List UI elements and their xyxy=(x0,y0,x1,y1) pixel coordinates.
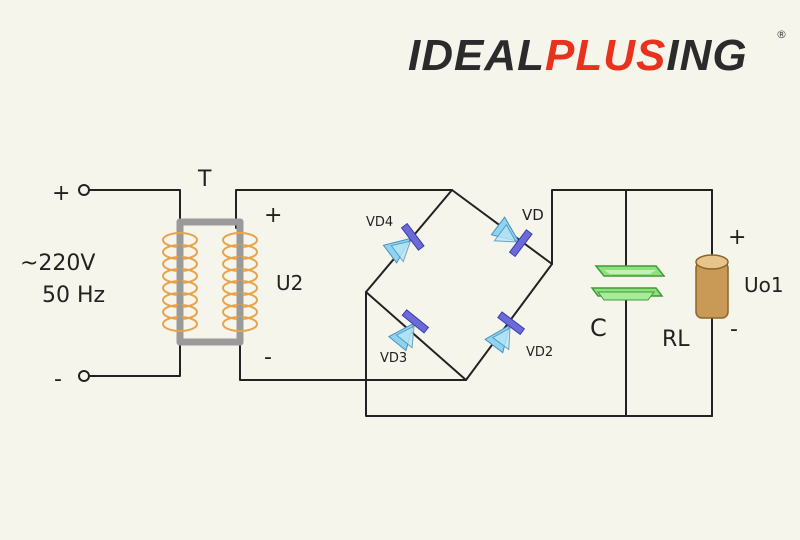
output-voltage-label: Uo1 xyxy=(744,273,784,297)
diode-vd-label: VD xyxy=(522,206,544,224)
svg-text:IDEALPLUSING: IDEALPLUSING xyxy=(408,31,748,80)
trademark-symbol: ® xyxy=(776,28,787,41)
diode-vd2 xyxy=(484,311,526,354)
transformer-label: T xyxy=(197,167,212,192)
input-frequency-label: 50 Hz xyxy=(42,283,105,308)
diode-vd xyxy=(490,216,533,258)
load-label: RL xyxy=(662,327,690,352)
wire-output-bottom xyxy=(365,291,713,417)
logo-text-ideal: IDEAL xyxy=(408,31,545,80)
logo-text-ing: ING xyxy=(666,31,747,80)
output-plus-label: + xyxy=(728,225,746,250)
input-terminal-bottom xyxy=(78,370,90,382)
wire-output-top xyxy=(551,189,713,265)
wire-input-top xyxy=(89,189,181,229)
input-terminal-top xyxy=(78,184,90,196)
secondary-minus-label: - xyxy=(264,345,272,370)
capacitor-label: C xyxy=(590,314,607,342)
load-resistor xyxy=(695,254,729,319)
transformer xyxy=(162,218,258,346)
diode-vd3 xyxy=(387,309,430,352)
diode-vd4 xyxy=(382,222,425,264)
secondary-plus-label: + xyxy=(264,203,282,228)
secondary-voltage-label: U2 xyxy=(276,271,303,295)
input-minus-label: - xyxy=(54,367,62,392)
input-plus-label: + xyxy=(52,181,70,206)
brand-logo: IDEALPLUSING ® xyxy=(408,28,787,80)
wire-secondary-bottom xyxy=(239,341,467,381)
core-dots xyxy=(177,244,243,322)
output-minus-label: - xyxy=(730,317,738,342)
diode-vd3-label: VD3 xyxy=(380,351,407,366)
capacitor xyxy=(590,265,666,301)
diode-vd2-label: VD2 xyxy=(526,345,553,360)
input-voltage-label: ~220V xyxy=(20,251,95,276)
wire-secondary-top xyxy=(235,189,453,229)
wire-input-bottom xyxy=(89,341,181,377)
diode-vd4-label: VD4 xyxy=(366,215,393,230)
logo-text-plus: PLUS xyxy=(545,31,666,80)
